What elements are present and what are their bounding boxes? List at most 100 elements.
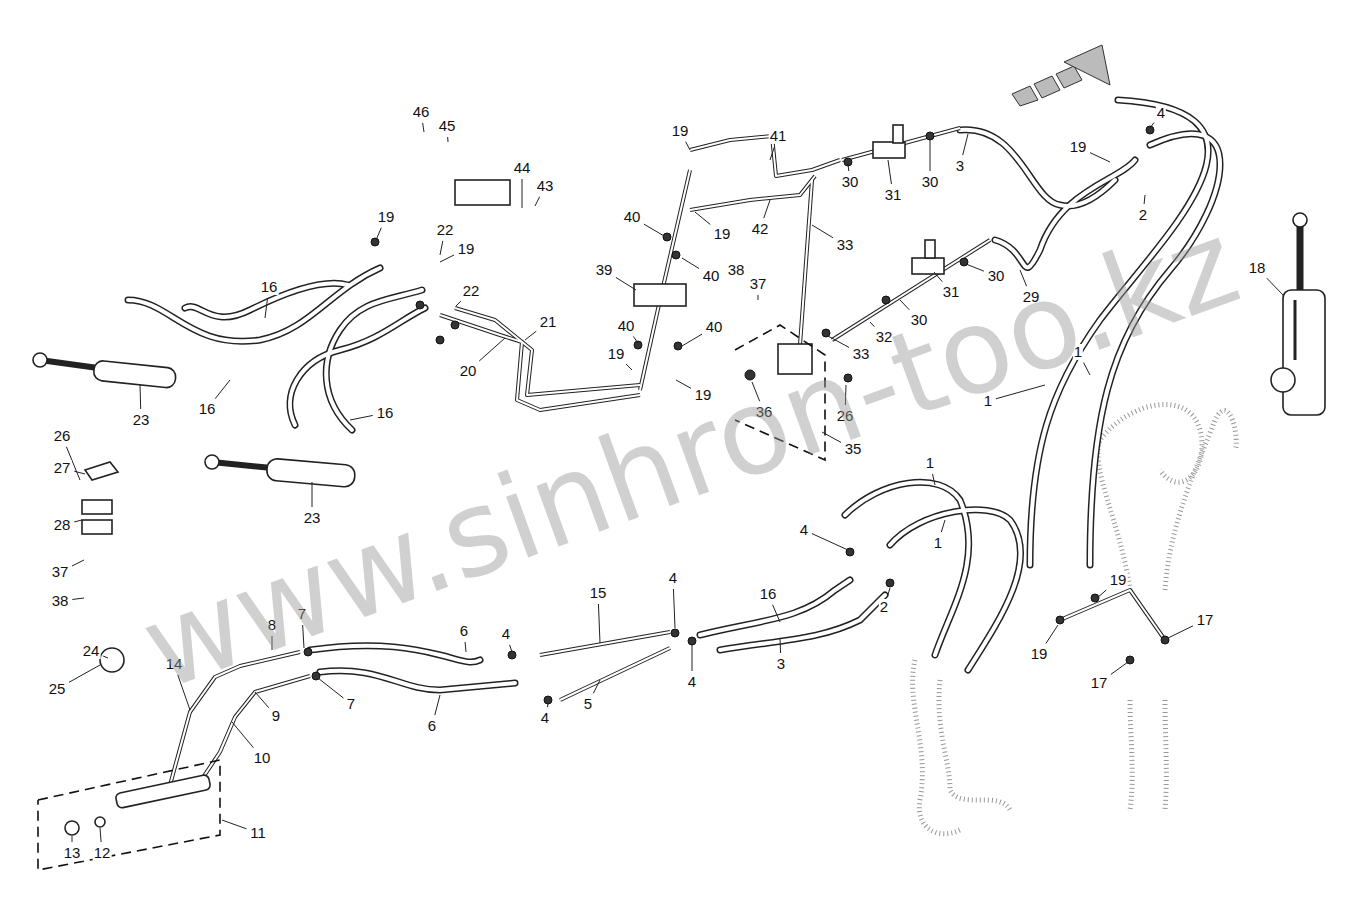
callout-number: 21 [539,314,558,330]
callout-number: 17 [1090,675,1109,691]
leader-line [350,415,373,420]
leader-line [692,645,693,671]
callout-number: 22 [436,222,455,238]
callout-number: 33 [836,237,855,253]
leader-line [932,474,935,485]
callout-number: 18 [1248,260,1267,276]
leader-line [74,520,82,522]
callout-number: 1 [925,455,935,471]
leader-line [1150,122,1154,128]
callout-number: 3 [955,158,965,174]
leader-line [1097,590,1106,598]
callout-number: 30 [841,174,860,190]
callout-number: 19 [1109,572,1128,588]
leader-line [644,224,664,236]
leader-line [447,137,448,142]
leader-line [963,134,968,155]
leader-line [695,212,710,224]
leader-line [812,225,833,238]
leader-line [773,605,780,622]
leader-line [1267,278,1283,295]
callout-number: 39 [595,262,614,278]
direction-arrow [1012,45,1110,106]
leader-line [758,295,759,300]
leader-line [69,665,100,682]
callout-number: 41 [769,128,788,144]
leader-line [812,534,848,550]
watermark: www.sinhron-too.kz [128,202,1251,709]
callout-number: 37 [749,276,768,292]
callout-number: 4 [501,626,511,642]
callout-number: 27 [53,460,72,476]
leader-line [535,197,540,206]
callout-number: 19 [377,209,396,225]
callout-number: 16 [260,279,279,295]
callout-number: 10 [253,750,272,766]
leader-line [598,604,600,643]
leader-line [966,264,984,271]
callout-number: 5 [583,696,593,712]
callout-number: 26 [53,428,72,444]
leader-line [626,364,632,370]
callout-number: 6 [459,623,469,639]
callout-number: 16 [198,401,217,417]
callout-number: 7 [346,696,356,712]
leader-line [887,588,890,596]
callout-number: 1 [933,535,943,551]
callout-number: 3 [776,656,786,672]
callout-number: 2 [879,599,889,615]
leader-line [1090,153,1110,162]
leader-line [1168,626,1193,638]
leader-line [318,678,343,698]
leader-line [770,147,774,160]
callout-number: 15 [589,585,608,601]
leader-line [888,160,891,184]
callout-number: 40 [702,268,721,284]
callout-number: 19 [1069,139,1088,155]
callout-number: 16 [759,586,778,602]
leader-line [780,638,782,653]
callout-number: 45 [438,118,457,134]
leader-line [376,228,381,240]
callout-number: 46 [412,104,431,120]
leader-line [616,277,636,290]
leader-line [215,380,230,399]
callout-number: 40 [617,318,636,334]
leader-line [103,656,108,658]
callout-number: 17 [1196,612,1215,628]
callout-number: 31 [884,187,903,203]
leader-line [222,820,246,829]
leader-line [934,272,942,282]
callout-number: 23 [303,510,322,526]
leader-line [676,380,691,388]
leader-line [900,300,909,310]
leader-line [633,336,638,343]
leader-line [510,645,512,652]
leader-line [522,179,523,208]
cylinder [33,353,356,488]
callout-number: 24 [82,643,101,659]
callout-number: 25 [48,681,67,697]
callout-number: 23 [132,412,151,428]
callout-number: 19 [1030,646,1049,662]
leader-line [1046,625,1058,643]
callout-number: 19 [457,241,476,257]
callout-number: 12 [93,845,112,861]
callout-number: 20 [459,363,478,379]
leader-line [435,695,440,715]
leader-line [525,331,536,340]
callout-number: 22 [462,283,481,299]
leader-line [547,704,549,707]
callout-number: 19 [607,346,626,362]
leader-line [232,722,253,748]
callout-number: 28 [53,517,72,533]
leader-line [456,301,461,306]
leader-line [682,258,699,269]
leader-line [72,598,84,599]
leader-line [1144,195,1146,204]
callout-number: 19 [713,226,732,242]
leader-line [682,334,702,346]
callout-number: 4 [799,522,809,538]
callout-number: 16 [376,405,395,421]
leader-line [423,123,424,132]
